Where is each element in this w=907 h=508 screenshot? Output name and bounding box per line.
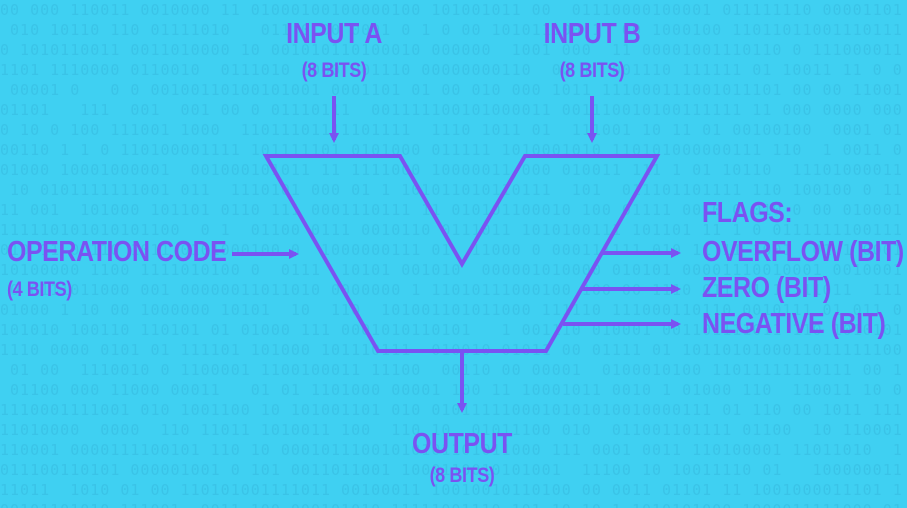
output-bits: (8 BITS) <box>429 464 495 487</box>
opcode-label: OPERATION CODE <box>7 236 227 268</box>
opcode-bits: (4 BITS) <box>7 278 72 301</box>
flag-negative-label: NEGATIVE (BIT) <box>702 308 886 340</box>
flags-title: FLAGS: <box>702 197 793 229</box>
input-a-label: INPUT A <box>286 18 382 50</box>
flag-zero-label: ZERO (BIT) <box>702 272 831 304</box>
output-label: OUTPUT <box>412 428 512 460</box>
alu-shape <box>262 154 661 353</box>
input-a-bits: (8 BITS) <box>301 59 367 82</box>
input-b-label: INPUT B <box>543 18 641 50</box>
flag-overflow-label: OVERFLOW (BIT) <box>702 236 904 268</box>
input-b-bits: (8 BITS) <box>559 59 625 82</box>
